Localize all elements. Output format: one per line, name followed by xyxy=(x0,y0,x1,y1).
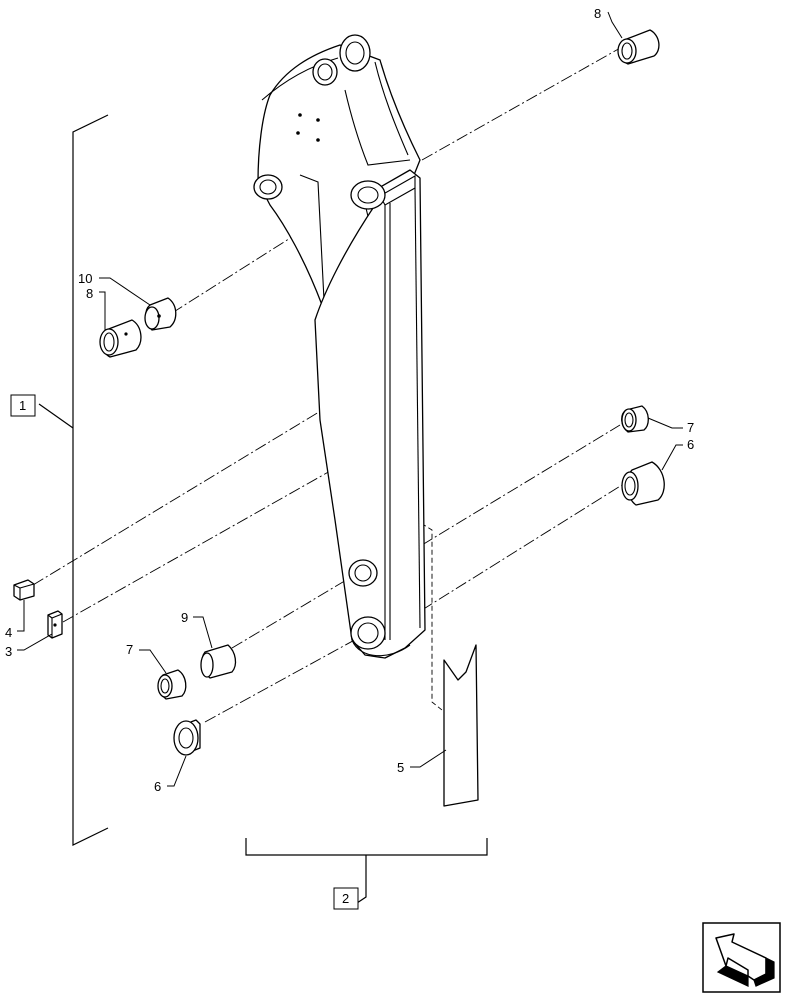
callout-6-left: 6 xyxy=(154,779,161,794)
callout-box-2: 2 xyxy=(333,887,359,910)
callout-4: 4 xyxy=(5,625,12,640)
callout-10: 10 xyxy=(78,271,92,286)
callout-6-right: 6 xyxy=(687,437,694,452)
bushing-10 xyxy=(144,297,177,331)
arm-assembly xyxy=(253,34,426,659)
bushing-7-right xyxy=(621,405,649,433)
callout-8-top: 8 xyxy=(594,6,601,21)
callout-8-left: 8 xyxy=(86,286,93,301)
callout-box-1: 1 xyxy=(10,394,36,417)
wear-plate-5 xyxy=(443,644,479,807)
bushing-8-top xyxy=(617,29,660,65)
arrow-navigation-icon[interactable] xyxy=(702,922,781,993)
callout-3: 3 xyxy=(5,644,12,659)
leader-lines xyxy=(17,11,683,787)
bracket-2 xyxy=(245,838,488,904)
plate-4 xyxy=(13,579,35,601)
bushing-7-left xyxy=(157,669,187,700)
callout-7-left: 7 xyxy=(126,642,133,657)
bracket-1 xyxy=(38,114,109,846)
plate-3 xyxy=(47,610,63,639)
callout-5: 5 xyxy=(397,760,404,775)
callout-7-right: 7 xyxy=(687,420,694,435)
flanged-bushing-6-right xyxy=(621,461,665,506)
svg-text:2: 2 xyxy=(342,891,349,906)
pin-9 xyxy=(200,644,237,679)
flanged-bushing-6-left xyxy=(173,719,201,756)
bushing-8-left xyxy=(99,319,142,358)
svg-text:1: 1 xyxy=(19,398,26,413)
callout-9: 9 xyxy=(181,610,188,625)
